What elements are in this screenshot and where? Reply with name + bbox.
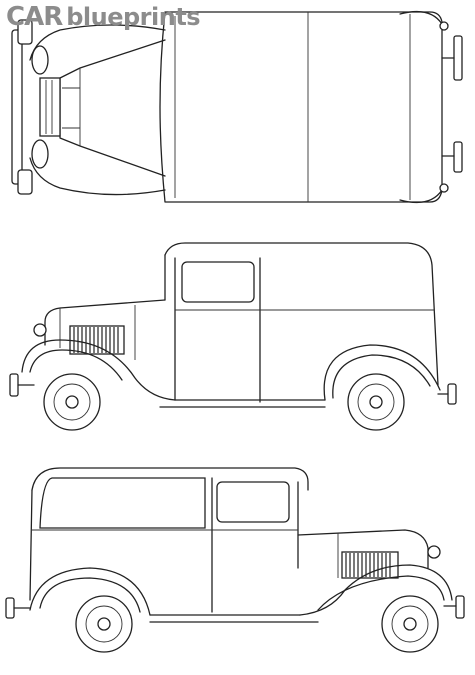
right-side-front-bumper xyxy=(455,595,465,619)
right-side-roof xyxy=(31,467,309,491)
top-view-hood xyxy=(59,39,166,177)
top-view-front-fender-left xyxy=(29,24,166,61)
right-side-rear-fender xyxy=(29,567,151,616)
left-side-front-wheel xyxy=(43,373,101,431)
left-side-view xyxy=(9,242,457,431)
right-side-rear-wheel xyxy=(75,595,133,653)
left-side-rear-bumper xyxy=(447,383,457,405)
top-view-rear-bumper-left xyxy=(453,35,463,81)
right-side-front-fender xyxy=(299,564,453,616)
right-side-front-wheel xyxy=(381,595,439,653)
right-side-hood-louvers xyxy=(341,551,399,579)
right-side-view xyxy=(5,467,465,653)
car-blueprints-logo: CAR blueprints xyxy=(6,2,201,32)
left-side-hood-louvers xyxy=(69,325,125,355)
top-view-headlight-left xyxy=(31,45,49,75)
top-view-front-fender-right xyxy=(29,157,166,196)
logo-car-text: CAR xyxy=(6,2,63,32)
top-view-front-bumper xyxy=(11,29,23,185)
top-view xyxy=(11,10,463,204)
left-side-roof xyxy=(164,242,439,386)
right-side-rear-window xyxy=(39,477,206,529)
logo-blueprints-text: blueprints xyxy=(66,3,201,31)
left-side-front-bumper xyxy=(9,373,19,397)
left-side-window xyxy=(181,261,255,303)
top-view-body xyxy=(159,11,443,203)
left-side-front-fender xyxy=(21,339,176,401)
right-side-door-window xyxy=(216,481,290,523)
left-side-rear-wheel xyxy=(347,373,405,431)
left-side-rear-fender xyxy=(323,344,441,401)
top-view-radiator xyxy=(39,77,61,137)
top-view-headlight-right xyxy=(31,139,49,169)
right-side-rear-bumper xyxy=(5,597,15,619)
top-view-rear-bumper-right xyxy=(453,141,463,173)
